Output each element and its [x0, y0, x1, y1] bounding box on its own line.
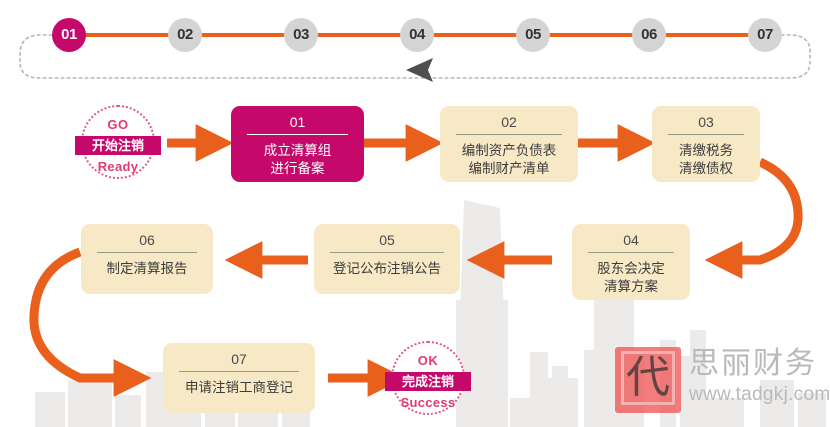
brand-url: www.tadgkj.com — [689, 384, 830, 405]
end-badge-band-label: 完成注销 — [385, 372, 471, 391]
seal-character: 代 — [626, 352, 670, 403]
step-box-01-number: 01 — [247, 106, 348, 135]
step-box-03-text: 清缴税务 清缴债权 — [652, 135, 760, 178]
step-box-05[interactable]: 05 登记公布注销公告 — [314, 224, 460, 294]
step-box-03[interactable]: 03 清缴税务 清缴债权 — [652, 106, 760, 182]
step-box-01-text: 成立清算组 进行备案 — [231, 135, 364, 178]
step-box-05-number: 05 — [330, 224, 444, 253]
timeline-node-07[interactable]: 07 — [748, 18, 782, 52]
step-box-05-text: 登记公布注销公告 — [314, 253, 460, 278]
step-box-04[interactable]: 04 股东会决定 清算方案 — [572, 224, 690, 300]
start-badge[interactable]: GO 开始注销 Ready — [75, 105, 161, 179]
step-box-02-text: 编制资产负债表 编制财产清单 — [440, 135, 578, 178]
start-badge-band-label: 开始注销 — [75, 136, 161, 155]
step-box-03-line1: 清缴税务 — [679, 143, 733, 158]
timeline-node-06[interactable]: 06 — [632, 18, 666, 52]
step-box-06-text: 制定清算报告 — [81, 253, 213, 278]
step-box-04-line1: 股东会决定 — [597, 261, 665, 276]
step-box-01-line2: 进行备案 — [270, 161, 325, 176]
start-badge-bottom-label: Ready — [97, 159, 139, 174]
watermark-logo: 代 思丽财务 www.tadgkj.com — [615, 345, 830, 417]
step-box-04-line2: 清算方案 — [604, 279, 658, 294]
step-box-07[interactable]: 07 申请注销工商登记 — [163, 343, 315, 413]
step-box-05-line1: 登记公布注销公告 — [333, 261, 441, 276]
step-box-06-number: 06 — [97, 224, 197, 253]
step-box-02-line1: 编制资产负债表 — [461, 143, 557, 158]
step-box-06-line1: 制定清算报告 — [106, 261, 188, 276]
step-box-03-number: 03 — [668, 106, 744, 135]
start-badge-top-label: GO — [107, 117, 129, 132]
seal-stamp-inner-border — [621, 351, 675, 405]
step-box-07-number: 07 — [179, 343, 299, 372]
end-badge[interactable]: OK 完成注销 Success — [385, 341, 471, 415]
step-box-04-number: 04 — [588, 224, 674, 253]
timeline-track — [19, 33, 811, 82]
timeline-node-01[interactable]: 01 — [52, 18, 86, 52]
timeline-node-03[interactable]: 03 — [284, 18, 318, 52]
step-box-02-number: 02 — [456, 106, 562, 135]
timeline-node-04[interactable]: 04 — [400, 18, 434, 52]
step-box-02-line2: 编制财产清单 — [468, 161, 550, 176]
step-box-03-line2: 清缴债权 — [679, 161, 733, 176]
step-box-01[interactable]: 01 成立清算组 进行备案 — [231, 106, 364, 182]
step-box-01-line1: 成立清算组 — [263, 143, 332, 158]
brand-name: 思丽财务 — [689, 347, 817, 380]
step-box-04-text: 股东会决定 清算方案 — [572, 253, 690, 296]
timeline-node-02[interactable]: 02 — [168, 18, 202, 52]
step-box-07-line1: 申请注销工商登记 — [185, 380, 293, 395]
step-box-06[interactable]: 06 制定清算报告 — [81, 224, 213, 294]
timeline-node-05[interactable]: 05 — [516, 18, 550, 52]
end-badge-top-label: OK — [417, 353, 439, 368]
step-box-07-text: 申请注销工商登记 — [163, 372, 315, 397]
end-badge-bottom-label: Success — [400, 395, 456, 410]
step-box-02[interactable]: 02 编制资产负债表 编制财产清单 — [440, 106, 578, 182]
